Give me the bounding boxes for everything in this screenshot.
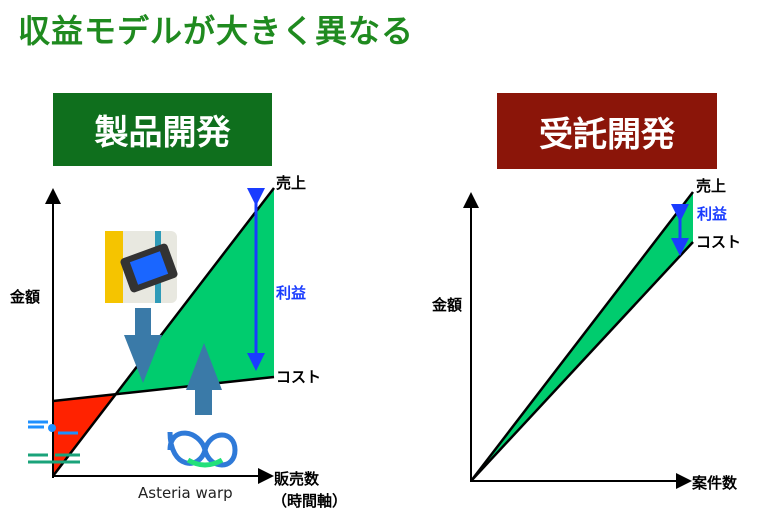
headline: 収益モデルが大きく異なる (18, 12, 415, 50)
cost-line (470, 241, 694, 482)
down-arrow-icon (124, 308, 162, 383)
up-arrow-icon (186, 343, 222, 415)
sales-line (52, 187, 275, 477)
y-axis-label: 金額 (432, 296, 463, 314)
y-axis-label: 金額 (10, 288, 41, 306)
contract-dev-chart (463, 191, 694, 489)
profit-label: 利益 (697, 205, 728, 223)
x-axis-label: 案件数 (692, 474, 738, 492)
sales-line (470, 191, 694, 482)
contract-dev-title: 受託開発 (497, 93, 717, 169)
product-dev-chart (28, 187, 275, 484)
connector-icon (28, 420, 80, 464)
cost-line (52, 375, 275, 403)
product-dev-title: 製品開発 (53, 93, 272, 166)
sales-label: 売上 (696, 177, 727, 195)
x-axis-label: 販売数 (274, 470, 320, 488)
cost-label: コスト (276, 368, 322, 386)
cost-label: コスト (696, 233, 742, 251)
profit-label: 利益 (276, 284, 307, 302)
asteria-warp-logo: Asteria warp (138, 484, 233, 502)
sales-label: 売上 (276, 174, 307, 192)
x-axis-sublabel: （時間軸） (272, 492, 348, 510)
asteria-wave-icon (167, 430, 238, 468)
video-app-icon (105, 231, 178, 303)
